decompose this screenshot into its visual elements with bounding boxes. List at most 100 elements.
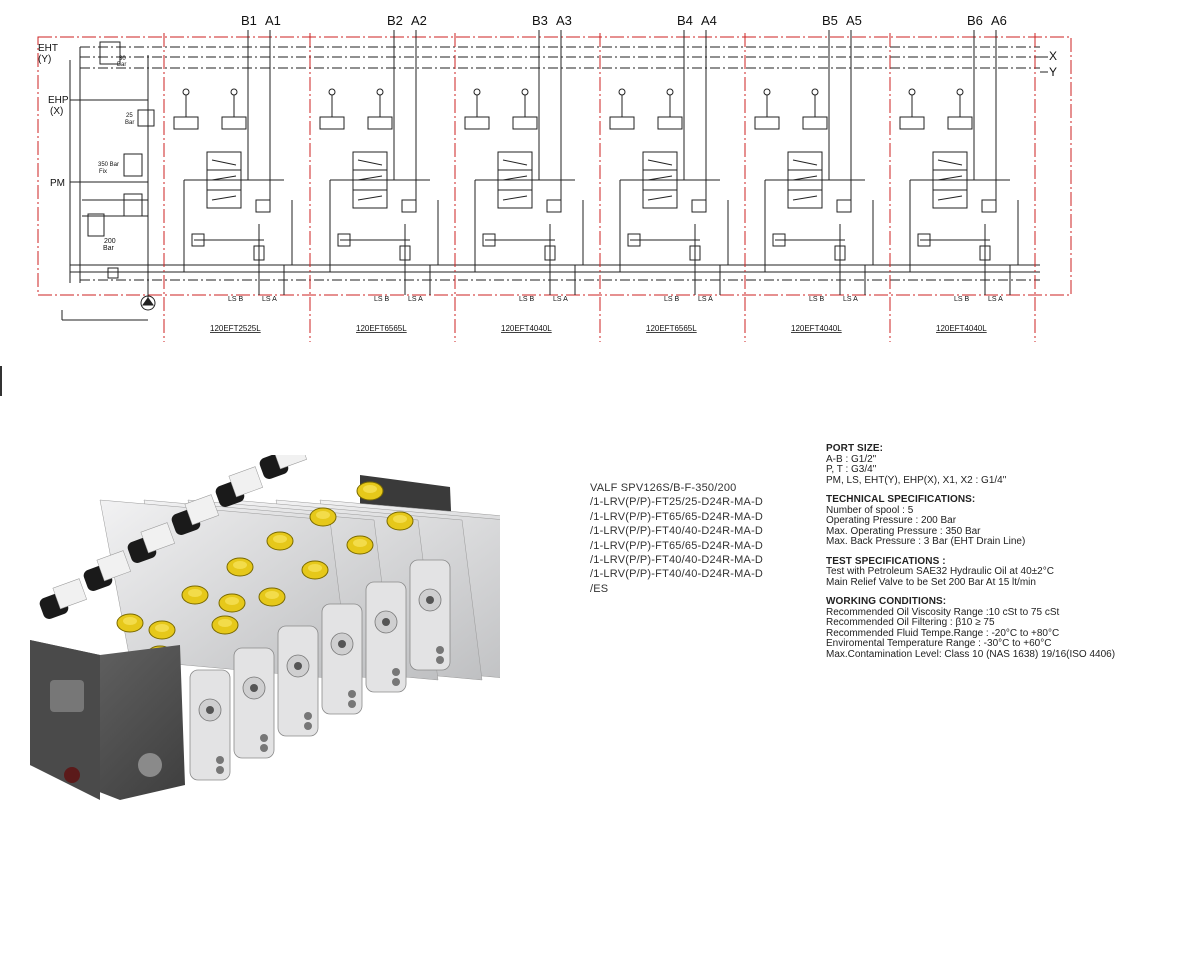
spec-line: Main Relief Valve to be Set 200 Bar At 1…: [826, 576, 1036, 588]
port-b-label: B1: [241, 13, 257, 28]
model-code-line: /1-LRV(P/P)-FT65/65-D24R-MA-D: [590, 510, 764, 523]
ls-a-label: LS A: [698, 296, 713, 303]
spec-line: A-B : G1/2": [826, 453, 877, 465]
section-code: 120EFT4040L: [791, 324, 842, 333]
spec-line: Number of spool : 5: [826, 504, 914, 516]
spec-section: TECHNICAL SPECIFICATIONS:Number of spool…: [826, 494, 1196, 548]
specifications-block: PORT SIZE:A-B : G1/2"P, T : G3/4"PM, LS,…: [826, 443, 1196, 669]
solenoid-coil: [127, 522, 176, 563]
yellow-plug: [266, 531, 294, 551]
ls-a-label: LS A: [553, 296, 568, 303]
ls-b-label: LS B: [228, 296, 244, 303]
work-section: [754, 30, 874, 295]
spec-line: Recommended Oil Viscosity Range :10 cSt …: [826, 606, 1060, 618]
model-code-line: /1-LRV(P/P)-FT40/40-D24R-MA-D: [590, 568, 764, 581]
spec-line: Max. Operating Pressure : 350 Bar: [826, 525, 981, 537]
port-a-label: A4: [701, 13, 717, 28]
spec-section-title: PORT SIZE:: [826, 443, 884, 454]
port-a-label: A6: [991, 13, 1007, 28]
relief-350-unit: Fix: [99, 169, 107, 175]
port-b-label: B5: [822, 13, 838, 28]
section-code: 120EFT6565L: [356, 324, 407, 333]
port-b-label: B3: [532, 13, 548, 28]
relief-200-unit: Bar: [103, 245, 115, 252]
work-section: [464, 30, 584, 295]
yellow-plug: [211, 615, 239, 635]
spec-line: PM, LS, EHT(Y), EHP(X), X1, X2 : G1/4": [826, 474, 1007, 486]
yellow-plug: [218, 593, 246, 613]
model-code-line: /1-LRV(P/P)-FT40/40-D24R-MA-D: [590, 525, 764, 538]
yellow-plug: [258, 587, 286, 607]
section-code: 120EFT2525L: [210, 324, 261, 333]
model-code-line: VALF SPV126S/B-F-350/200: [590, 482, 737, 494]
spec-section-title: TEST SPECIFICATIONS :: [826, 555, 946, 567]
spec-section-title: TECHNICAL SPECIFICATIONS:: [826, 494, 976, 505]
spec-line: Max.Contamination Level: Class 10 (NAS 1…: [826, 648, 1116, 660]
port-x-label: X: [1049, 49, 1057, 63]
port-a-label: A1: [265, 13, 281, 28]
spec-section-title: WORKING CONDITIONS:: [826, 596, 947, 607]
spec-section: PORT SIZE:A-B : G1/2"P, T : G3/4"PM, LS,…: [826, 443, 1196, 486]
solenoid-coil: [259, 455, 308, 479]
port-boss: [189, 669, 231, 781]
section-code: 120EFT4040L: [501, 324, 552, 333]
yellow-plug: [226, 557, 254, 577]
model-code-line: /ES: [590, 582, 609, 595]
yellow-plug: [356, 481, 384, 501]
model-code-line: /1-LRV(P/P)-FT40/40-D24R-MA-D: [590, 554, 764, 567]
ehp-sub-label: (X): [50, 106, 63, 117]
section-code: 120EFT4040L: [936, 324, 987, 333]
ls-a-label: LS A: [408, 296, 423, 303]
ls-a-label: LS A: [262, 296, 277, 303]
ls-b-label: LS B: [664, 296, 680, 303]
spec-line: Recommended Oil Filtering : β10 ≥ 75: [826, 617, 995, 628]
spec-line: P, T : G3/4": [826, 464, 877, 475]
schematic-frame: [37, 36, 1072, 321]
spec-line: Recommended Fluid Tempe.Range : -20°C to…: [826, 627, 1060, 639]
ls-a-label: LS A: [843, 296, 858, 303]
spec-line: Test with Petroleum SAE32 Hydraulic Oil …: [826, 566, 1054, 577]
port-a-label: A3: [556, 13, 572, 28]
yellow-plug: [346, 535, 374, 555]
yellow-plug: [116, 613, 144, 633]
port-boss: [365, 581, 407, 693]
relief-350-value: 350 Bar: [98, 162, 119, 168]
work-section: [609, 30, 729, 295]
ls-b-label: LS B: [954, 296, 970, 303]
inlet-body: [30, 640, 185, 800]
work-section: [899, 30, 1019, 295]
yellow-plug: [181, 585, 209, 605]
port-y-label: Y: [1049, 65, 1057, 79]
port-boss: [321, 603, 363, 715]
port-boss: [409, 559, 451, 671]
ls-a-label: LS A: [988, 296, 1003, 303]
port-boss: [233, 647, 275, 759]
work-section: [173, 30, 293, 295]
spec-section: TEST SPECIFICATIONS :Test with Petroleum…: [826, 555, 1196, 589]
port-b-label: B4: [677, 13, 693, 28]
model-code-line: /1-LRV(P/P)-FT65/65-D24R-MA-D: [590, 539, 764, 552]
ls-b-label: LS B: [809, 296, 825, 303]
relief-30-value: 30: [119, 56, 126, 62]
ls-b-label: LS B: [519, 296, 535, 303]
hydraulic-schematic: EHT (Y) EHP (X) PM X Y 30 Bar 25 Bar 350…: [37, 13, 1072, 342]
eht-label: EHT: [38, 43, 58, 54]
port-boss: [277, 625, 319, 737]
yellow-plug: [386, 511, 414, 531]
model-code-block: VALF SPV126S/B-F-350/200/1-LRV(P/P)-FT25…: [590, 481, 763, 596]
model-code-line: /1-LRV(P/P)-FT25/25-D24R-MA-D: [590, 496, 764, 509]
solenoid-coil: [39, 578, 88, 619]
solenoid-coil: [83, 550, 132, 591]
port-a-label: A5: [846, 13, 862, 28]
relief-200-value: 200: [104, 238, 116, 245]
yellow-plug: [309, 507, 337, 527]
spec-line: Max. Back Pressure : 3 Bar (EHT Drain Li…: [826, 536, 1026, 547]
relief-25-value: 25: [126, 113, 133, 119]
relief-30-unit: Bar: [117, 62, 126, 68]
spec-line: Operating Pressure : 200 Bar: [826, 515, 957, 526]
port-b-label: B6: [967, 13, 983, 28]
pm-label: PM: [50, 178, 65, 189]
port-b-label: B2: [387, 13, 403, 28]
ls-b-label: LS B: [374, 296, 390, 303]
eht-sub-label: (Y): [38, 54, 51, 65]
